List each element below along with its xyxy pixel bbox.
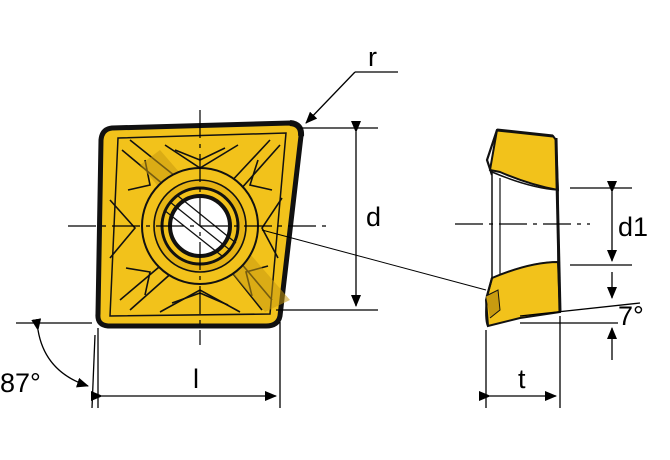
dimension-d [276, 121, 378, 311]
label-t: t [518, 364, 526, 394]
dimension-t [479, 316, 561, 408]
dimension-7deg [519, 272, 641, 360]
label-l: l [193, 364, 199, 394]
side-bottom-section [484, 260, 562, 328]
label-r: r [368, 42, 377, 72]
insert-inner-rim [109, 132, 287, 317]
dimension-r [305, 71, 398, 124]
front-center-lines [68, 110, 330, 345]
label-87deg: 87° [0, 368, 41, 398]
insert-side-view [484, 128, 562, 328]
label-d1: d1 [618, 212, 648, 242]
section-reference-line [261, 229, 487, 291]
label-d: d [366, 202, 381, 232]
dimension-87deg [16, 318, 96, 409]
dimension-d1 [570, 181, 632, 266]
dimension-l [91, 322, 281, 408]
label-7deg: 7° [618, 301, 644, 331]
